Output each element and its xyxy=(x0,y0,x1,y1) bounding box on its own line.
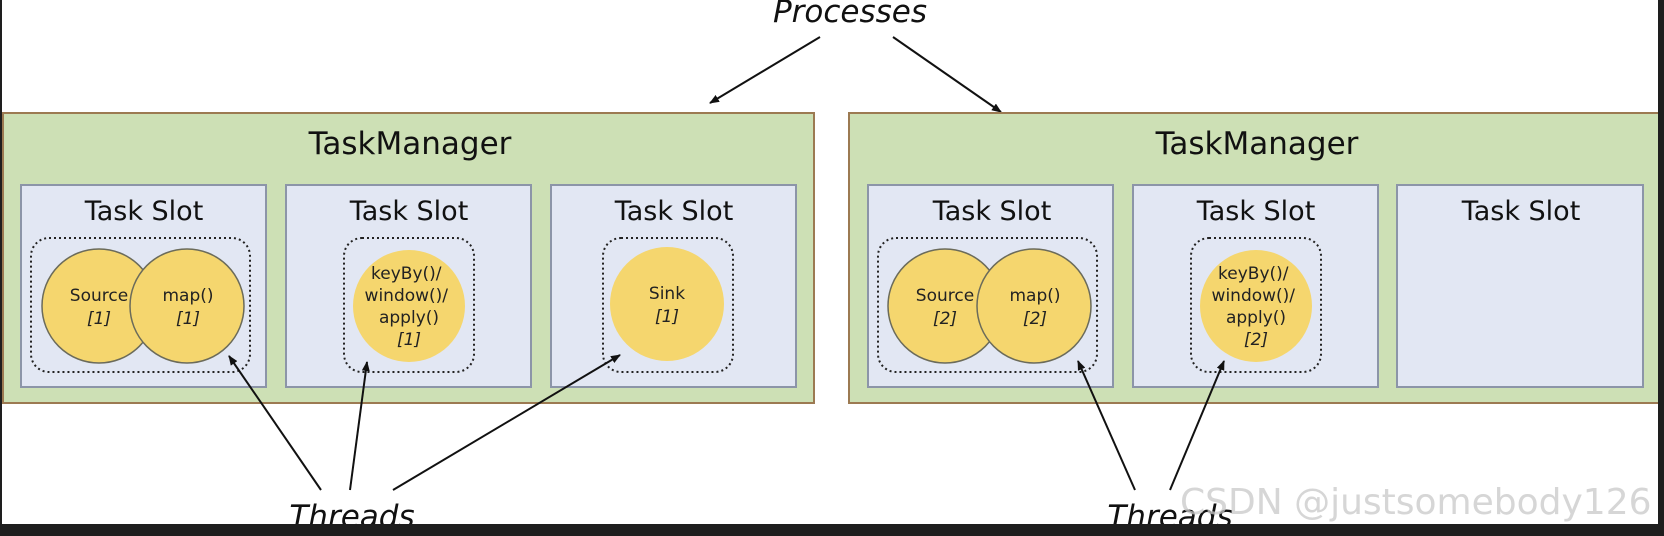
task-slot-1-3-title: Task Slot xyxy=(614,196,734,227)
operator-map-1-index: [1] xyxy=(176,309,200,329)
operator-window-2-index: [2] xyxy=(1244,330,1268,350)
operator-window-2-name-apply: apply() xyxy=(1226,308,1286,328)
thread-arrows xyxy=(228,354,1225,491)
thread-boundary-1-1 xyxy=(30,237,251,373)
task-slot-2-2-title: Task Slot xyxy=(1196,196,1316,227)
left-frame-edge xyxy=(0,0,2,524)
operator-sink-1-index: [1] xyxy=(655,307,679,327)
operator-source-1-name: Source xyxy=(70,286,128,306)
thread-boundary-1-3 xyxy=(602,237,734,373)
operator-map-1-name: map() xyxy=(162,286,213,306)
task-manager-2-title: TaskManager xyxy=(1155,126,1359,162)
right-frame-edge xyxy=(1658,0,1664,524)
operator-source-2-name: Source xyxy=(916,286,974,306)
thread-boundary-2-1 xyxy=(877,237,1098,373)
operator-window-2 xyxy=(1200,250,1312,362)
operator-window-1-name: keyBy()/ window()/ apply() xyxy=(365,264,454,328)
operator-window-2-name: keyBy()/ window()/ apply() xyxy=(1212,264,1301,328)
operator-map-1 xyxy=(129,248,245,364)
task-manager-1: TaskManager Task Slot Source [1] map() [… xyxy=(2,112,815,404)
operator-map-2-index: [2] xyxy=(1023,309,1047,329)
operator-source-1-index: [1] xyxy=(87,309,111,329)
thread-arrow-1a xyxy=(228,355,322,491)
task-slot-2-3-box xyxy=(1396,184,1644,388)
operator-map-2-name: map() xyxy=(1009,286,1060,306)
processes-label: Processes xyxy=(773,0,927,30)
operator-map-2 xyxy=(976,248,1092,364)
thread-boundary-2-2 xyxy=(1190,237,1322,373)
operator-window-2-name-keyby: keyBy()/ xyxy=(1218,264,1289,284)
operator-window-1 xyxy=(353,250,465,362)
task-slot-1-3: Task Slot Sink [1] xyxy=(550,184,797,388)
task-slot-1-1-title: Task Slot xyxy=(84,196,204,227)
process-arrows xyxy=(709,36,1002,113)
operator-window-1-name-window: window()/ xyxy=(365,286,449,306)
task-slot-2-2: Task Slot keyBy()/ window()/ apply() [2] xyxy=(1132,184,1379,388)
task-slot-2-3: Task Slot xyxy=(1396,184,1644,388)
bottom-frame-bar xyxy=(0,524,1664,536)
operator-window-2-name-window: window()/ xyxy=(1212,286,1296,306)
thread-arrow-2b xyxy=(1169,360,1225,491)
task-manager-2: TaskManager Task Slot Source [2] map() [… xyxy=(848,112,1663,404)
task-slot-1-2-title: Task Slot xyxy=(349,196,469,227)
thread-arrow-1c xyxy=(392,354,621,491)
task-slot-2-1-title: Task Slot xyxy=(932,196,1052,227)
thread-arrow-2a xyxy=(1077,360,1136,491)
operator-sink-1-name: Sink xyxy=(649,284,685,304)
thread-arrow-1b xyxy=(349,361,370,491)
operator-window-1-name-apply: apply() xyxy=(379,308,439,328)
task-slot-1-2: Task Slot keyBy()/ window()/ apply() [1] xyxy=(285,184,532,388)
watermark: CSDN @justsomebody126 xyxy=(1180,482,1652,523)
operator-window-1-name-keyby: keyBy()/ xyxy=(371,264,442,284)
thread-boundary-1-2 xyxy=(343,237,475,373)
process-arrow-right xyxy=(892,36,1002,113)
task-slot-2-1: Task Slot Source [2] map() [2] xyxy=(867,184,1114,388)
task-slot-2-3-title: Task Slot xyxy=(1461,196,1581,227)
task-slot-1-1: Task Slot Source [1] map() [1] xyxy=(20,184,267,388)
operator-source-2-index: [2] xyxy=(933,309,957,329)
operator-window-1-index: [1] xyxy=(397,330,421,350)
operator-sink-1 xyxy=(610,247,724,361)
task-manager-1-title: TaskManager xyxy=(308,126,512,162)
process-arrow-left xyxy=(709,36,821,104)
